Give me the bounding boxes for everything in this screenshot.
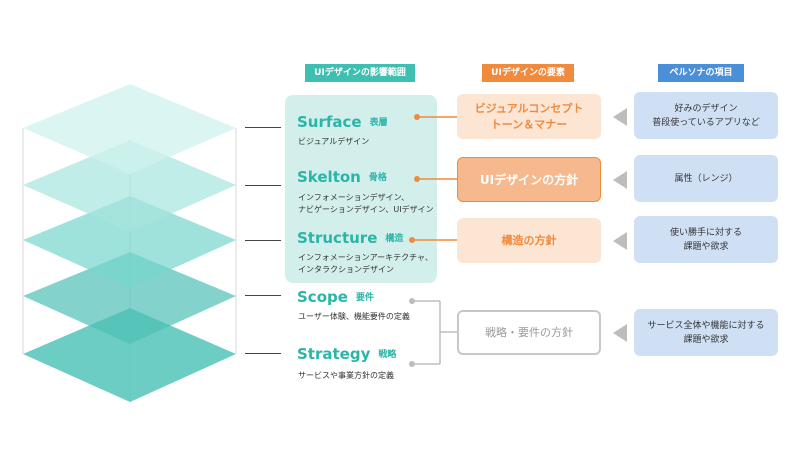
element-strategy-requirements-policy: 戦略・要件の方針 (457, 310, 601, 355)
arrow-left-icon (613, 232, 627, 250)
layer-plane-strategy (23, 308, 236, 402)
layer-desc-strategy: サービスや事業方針の定義 (298, 371, 394, 380)
connector-surface (245, 127, 281, 128)
layer-desc-skelton: インフォメーションデザイン、ナビゲーションデザイン、UIデザイン (298, 193, 434, 214)
connector-skelton (245, 185, 281, 186)
persona-item-attributes: 属性（レンジ） (634, 155, 778, 202)
connector-structure (245, 240, 281, 241)
layer-desc-surface: ビジュアルデザイン (298, 137, 370, 146)
layer-plane-skelton (23, 140, 236, 232)
connector-dot-surface (414, 114, 420, 120)
layer-plane-structure (23, 196, 236, 288)
connector-dot-skelton (414, 176, 420, 182)
layer-desc-scope: ユーザー体験、機能要件の定義 (298, 312, 410, 321)
arrow-left-icon (613, 108, 627, 126)
connector-dot-scope (409, 298, 415, 304)
element-visual-concept: ビジュアルコンセプトトーン＆マナー (457, 94, 601, 139)
layer-plane-scope (23, 252, 236, 344)
header-persona: ペルソナの項目 (658, 64, 744, 82)
header-scope: UIデザインの影響範囲 (305, 64, 415, 82)
header-elements: UIデザインの要素 (482, 64, 574, 82)
connector-strategy (245, 353, 281, 354)
layer-stack-illustration (22, 84, 237, 402)
connector-scope (245, 295, 281, 296)
element-structure-policy: 構造の方針 (457, 218, 601, 263)
persona-item-usability-issues: 使い勝手に対する課題や欲求 (634, 216, 778, 263)
persona-item-service-issues: サービス全体や機能に対する課題や欲求 (634, 309, 778, 356)
persona-item-design-preference: 好みのデザイン普段使っているアプリなど (634, 92, 778, 139)
layer-plane-surface (23, 84, 236, 174)
layer-desc-structure: インフォメーションアーキテクチャ、インタラクションデザイン (298, 253, 433, 274)
arrow-left-icon (613, 171, 627, 189)
element-ui-design-policy: UIデザインの方針 (457, 157, 601, 202)
ui-design-scope-panel (285, 95, 437, 283)
element-connectors (409, 114, 457, 367)
arrow-left-icon (613, 324, 627, 342)
connector-dot-strategy (409, 361, 415, 367)
connector-dot-structure (409, 237, 415, 243)
